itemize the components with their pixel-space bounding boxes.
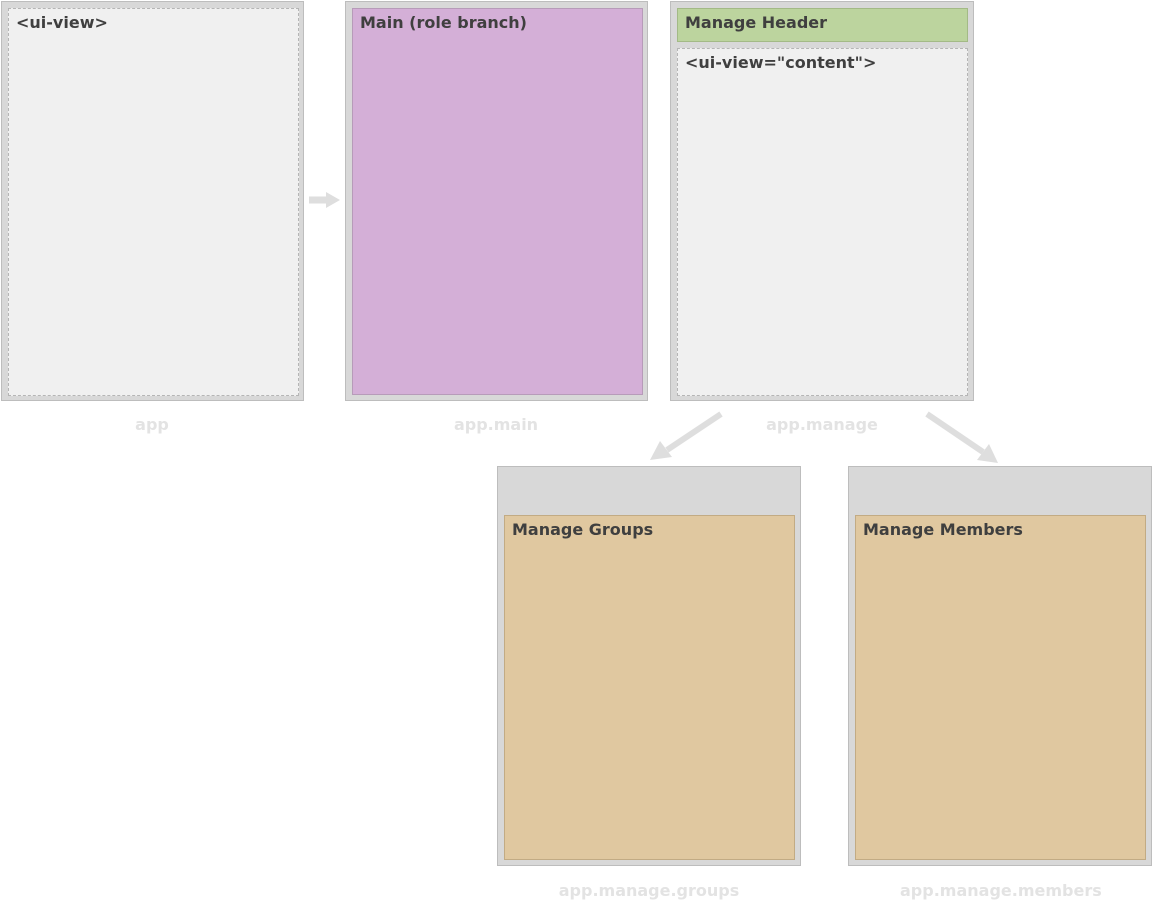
state-app: <ui-view> — [1, 1, 304, 401]
manage-header-title: Manage Header — [685, 13, 828, 32]
manage-content-ui-view: <ui-view="content"> — [677, 48, 968, 396]
main-panel-title: Main (role branch) — [360, 13, 527, 32]
arrow-manage-to-members — [925, 411, 998, 463]
arrow-manage-to-groups — [650, 411, 723, 460]
app-ui-view-label: <ui-view> — [16, 13, 108, 32]
manage-members-title: Manage Members — [863, 520, 1023, 539]
state-label-app-manage-members: app.manage.members — [900, 881, 1102, 900]
state-app-manage: Manage Header <ui-view="content"> — [670, 1, 974, 401]
state-label-app-main: app.main — [453, 415, 539, 434]
arrow-app-to-main — [309, 192, 340, 208]
manage-content-ui-view-label: <ui-view="content"> — [685, 53, 877, 72]
manage-groups-title: Manage Groups — [512, 520, 654, 539]
state-app-main: Main (role branch) — [345, 1, 648, 401]
state-label-app: app — [135, 415, 169, 434]
state-app-manage-groups: Manage Groups — [497, 466, 801, 866]
manage-members-panel: Manage Members — [855, 515, 1146, 860]
manage-groups-panel: Manage Groups — [504, 515, 795, 860]
manage-header-panel: Manage Header — [677, 8, 968, 42]
state-label-app-manage: app.manage — [766, 415, 878, 434]
state-label-app-manage-groups: app.manage.groups — [558, 881, 740, 900]
main-role-branch-panel: Main (role branch) — [352, 8, 643, 395]
app-ui-view: <ui-view> — [8, 8, 299, 396]
state-app-manage-members: Manage Members — [848, 466, 1152, 866]
